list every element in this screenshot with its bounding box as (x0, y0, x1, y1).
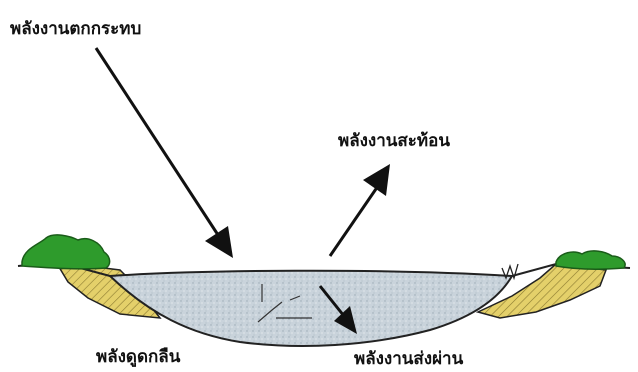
incident-arrow (96, 48, 233, 258)
absorbed-energy-label: พลังดูดกลืน (96, 346, 181, 368)
water-body (110, 271, 512, 346)
incident-energy-label: พลังงานตกกระทบ (10, 19, 141, 39)
right-vegetation (556, 251, 625, 269)
left-vegetation (22, 235, 110, 269)
transmitted-energy-label: พลังงานส่งผ่าน (354, 349, 464, 369)
reflected-arrow (330, 164, 390, 256)
reflected-energy-label: พลังงานสะท้อน (338, 131, 450, 151)
